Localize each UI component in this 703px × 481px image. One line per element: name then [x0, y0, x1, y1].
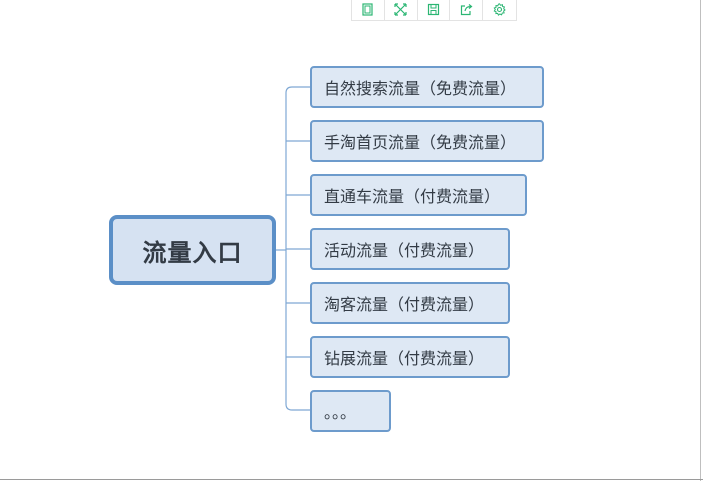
share-button[interactable]: [450, 0, 484, 20]
root-topic-label: 流量入口: [142, 238, 243, 267]
topic-label: 活动流量（付费流量）: [324, 241, 485, 260]
mindmap-toolbar: [351, 0, 517, 21]
root-topic[interactable]: 流量入口: [109, 215, 276, 285]
topic-label: 自然搜索流量（免费流量）: [324, 79, 517, 98]
share-icon: [460, 1, 473, 20]
topic-organic-search[interactable]: 自然搜索流量（免费流量）: [310, 66, 544, 108]
fit-page-icon: [361, 1, 374, 20]
topic-activity-traffic[interactable]: 活动流量（付费流量）: [310, 228, 510, 270]
topic-homepage-traffic[interactable]: 手淘首页流量（免费流量）: [310, 120, 544, 162]
canvas-bottom-border: [0, 479, 703, 480]
topic-label: 淘客流量（付费流量）: [324, 295, 485, 314]
fullscreen-icon: [394, 1, 407, 20]
save-button[interactable]: [418, 0, 451, 20]
topic-through-train[interactable]: 直通车流量（付费流量）: [310, 174, 527, 216]
settings-icon: [493, 1, 506, 20]
topic-more[interactable]: 。。。: [310, 390, 391, 432]
fit-page-button[interactable]: [352, 0, 385, 20]
topic-label: 直通车流量（付费流量）: [324, 187, 501, 206]
fullscreen-button[interactable]: [385, 0, 418, 20]
topic-label: 。。。: [324, 403, 357, 422]
settings-button[interactable]: [483, 0, 516, 20]
topic-label: 钻展流量（付费流量）: [324, 349, 485, 368]
canvas-right-border: [700, 0, 701, 481]
topic-label: 手淘首页流量（免费流量）: [324, 133, 517, 152]
topic-taoke-traffic[interactable]: 淘客流量（付费流量）: [310, 282, 510, 324]
save-icon: [427, 1, 440, 20]
topic-diamond-booth[interactable]: 钻展流量（付费流量）: [310, 336, 510, 378]
